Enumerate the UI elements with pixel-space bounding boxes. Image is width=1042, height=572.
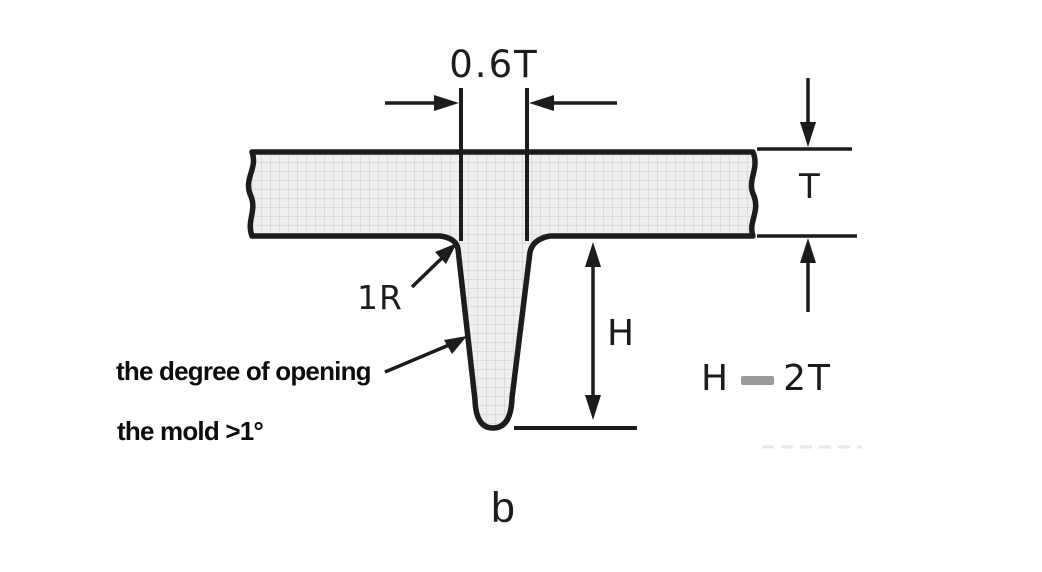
rib-height-arrow: [585, 242, 601, 420]
thickness-arrow-down: [800, 78, 816, 147]
fillet-radius-label: 1R: [357, 278, 403, 317]
rib-width-label: 0.6T: [449, 43, 539, 86]
fillet-leader-arrow: [410, 243, 457, 289]
formula-lhs: H: [701, 358, 731, 399]
rib-height-label: H: [607, 313, 635, 354]
draft-note-line2: the mold >1°: [117, 416, 264, 446]
figure-caption: b: [491, 484, 515, 532]
rib-width-arrow-right: [529, 95, 617, 111]
wall-thickness-label: T: [799, 167, 820, 207]
draft-angle-leader-arrow: [384, 336, 467, 374]
wall-and-rib-outline: [245, 149, 759, 431]
thickness-arrow-up: [800, 238, 816, 312]
rib-height-formula: H 2T: [701, 358, 832, 399]
equals-dash: [741, 376, 775, 385]
draft-note-line1: the degree of opening: [116, 356, 372, 386]
formula-rhs: 2T: [783, 358, 832, 399]
rib-width-arrow-left: [385, 95, 459, 111]
